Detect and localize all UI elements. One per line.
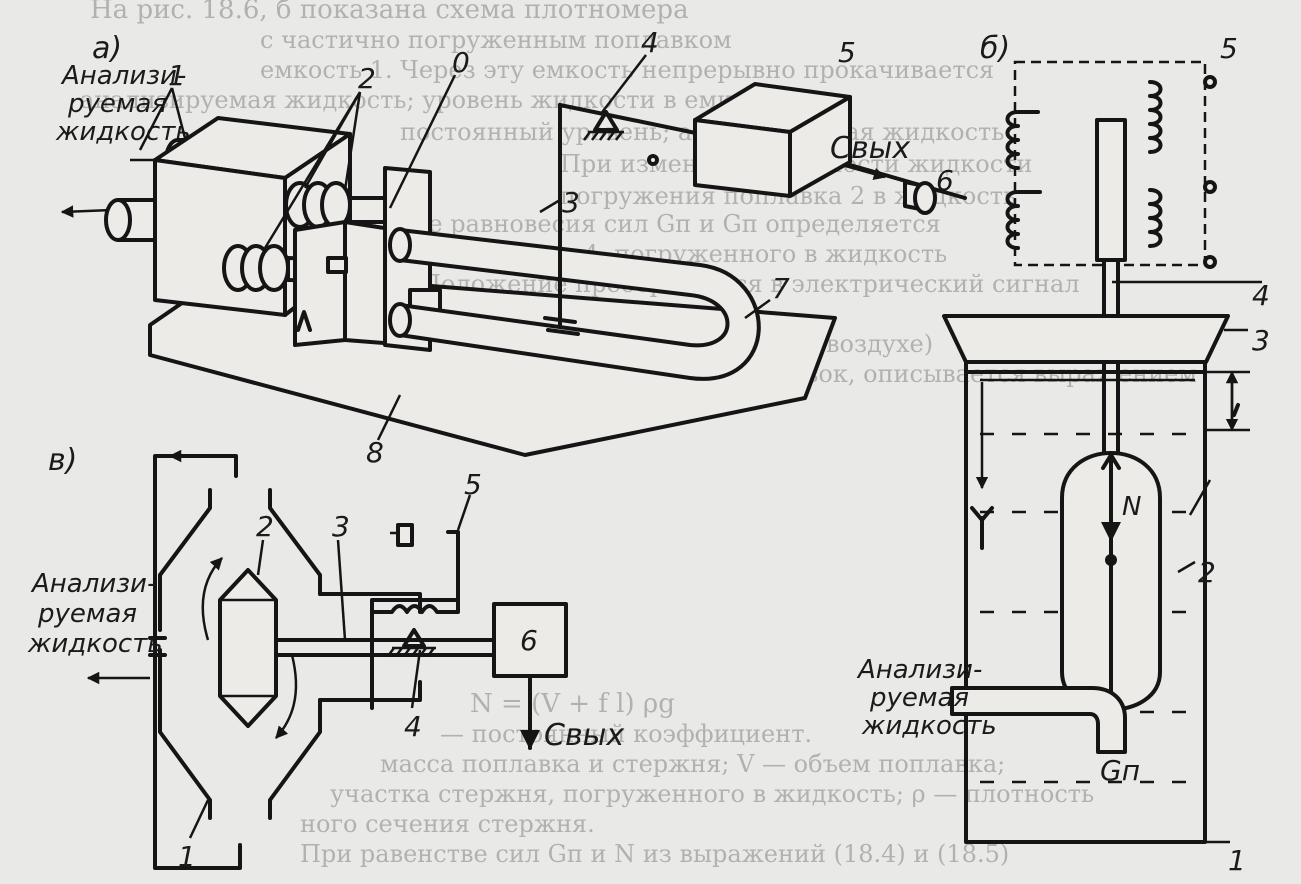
panel-a-num-2: 2 bbox=[358, 62, 376, 95]
inlet-pipe-b bbox=[950, 686, 1127, 754]
panel-b-liquid-label-2: руемая bbox=[869, 683, 969, 713]
vessel bbox=[964, 360, 1207, 844]
panel-v: в) Свых bbox=[27, 443, 624, 873]
float-body bbox=[218, 568, 278, 728]
background-text-line: — постоянный коэффициент. bbox=[440, 720, 812, 748]
secondary-coil bbox=[1148, 80, 1163, 154]
measuring-chamber bbox=[158, 488, 212, 820]
output-box bbox=[492, 602, 568, 678]
panel-b: б) bbox=[856, 31, 1270, 877]
panel-b-label: б) bbox=[980, 31, 1010, 66]
panel-v-num-5: 5 bbox=[464, 468, 482, 501]
background-text-line: участка стержня, погруженного в жидкость… bbox=[330, 780, 1094, 808]
panel-b-liquid-label-1: Анализи- bbox=[856, 655, 982, 685]
background-text-line: N = (V + f l) ρg bbox=[470, 689, 675, 719]
bellows bbox=[222, 181, 352, 292]
pivot-v bbox=[402, 628, 426, 648]
panel-b-num-2: 2 bbox=[1198, 556, 1216, 589]
primary-coil bbox=[1005, 110, 1040, 170]
panel-a-num-0: 0 bbox=[452, 46, 470, 79]
support-frame bbox=[293, 220, 347, 347]
panel-b-num-4: 4 bbox=[1252, 279, 1270, 312]
panel-v-num-3: 3 bbox=[332, 510, 350, 543]
panel-a-num-5: 5 bbox=[838, 36, 856, 69]
pivot bbox=[593, 110, 619, 132]
panel-a-num-6: 6 bbox=[936, 164, 954, 197]
rod bbox=[274, 638, 502, 657]
outlet-arrow bbox=[60, 205, 113, 218]
panel-a-num-4: 4 bbox=[641, 26, 659, 59]
panel-a-output-label: Свых bbox=[830, 131, 910, 166]
panel-v-liquid-label-2: руемая bbox=[37, 599, 137, 629]
panel-a-num-1: 1 bbox=[168, 59, 186, 92]
panel-v-num-2: 2 bbox=[256, 510, 274, 543]
panel-v-num-1: 1 bbox=[178, 840, 196, 873]
panel-b-liquid-label-3: жидкость bbox=[861, 711, 997, 741]
panel-a-num-3: 3 bbox=[562, 186, 580, 219]
panel-a-liquid-label-3: жидкость bbox=[55, 117, 191, 147]
panel-a-label: а) bbox=[92, 31, 122, 66]
overflow-funnel bbox=[942, 314, 1230, 364]
panel-b-force-g: Gп bbox=[1100, 754, 1140, 787]
panel-v-label: в) bbox=[48, 443, 77, 478]
background-text-line: На рис. 18.6, б показана схема плотномер… bbox=[90, 0, 689, 25]
background-text-line: масса поплавка и стержня; V — объем попл… bbox=[380, 750, 1005, 778]
outer-feed-loop bbox=[153, 454, 242, 870]
panel-v-output-label: Свых bbox=[544, 718, 624, 753]
panel-a-num-8: 8 bbox=[366, 436, 384, 469]
panel-v-num-6: 6 bbox=[520, 624, 538, 657]
panel-v-num-4: 4 bbox=[404, 710, 422, 743]
bellows-b bbox=[370, 530, 460, 710]
panel-b-force-n: N bbox=[1122, 492, 1141, 522]
transformer-plunger bbox=[1095, 118, 1127, 262]
panel-a-liquid-label-2: руемая bbox=[67, 89, 167, 119]
panel-a-num-7: 7 bbox=[772, 272, 790, 305]
panel-b-num-5: 5 bbox=[1220, 32, 1238, 65]
panel-b-num-3: 3 bbox=[1252, 324, 1270, 357]
panel-b-num-1: 1 bbox=[1228, 844, 1246, 877]
background-text-line: с частично погруженным поплавком bbox=[260, 26, 732, 54]
u-tube bbox=[398, 228, 761, 381]
background-text-line: анализируемая жидкость; уровень жидкости… bbox=[80, 86, 789, 114]
panel-a: а) Анализи- руемая жидкость bbox=[55, 26, 967, 469]
background-text-line: При равенстве сил Gп и N из выражений (1… bbox=[300, 840, 1009, 868]
panel-v-liquid-label-3: жидкость bbox=[27, 629, 163, 659]
panel-a-liquid-label-1: Анализи- bbox=[60, 61, 186, 91]
background-text-line: ного сечения стержня. bbox=[300, 810, 595, 838]
panel-v-liquid-label-1: Анализи- bbox=[30, 569, 156, 599]
